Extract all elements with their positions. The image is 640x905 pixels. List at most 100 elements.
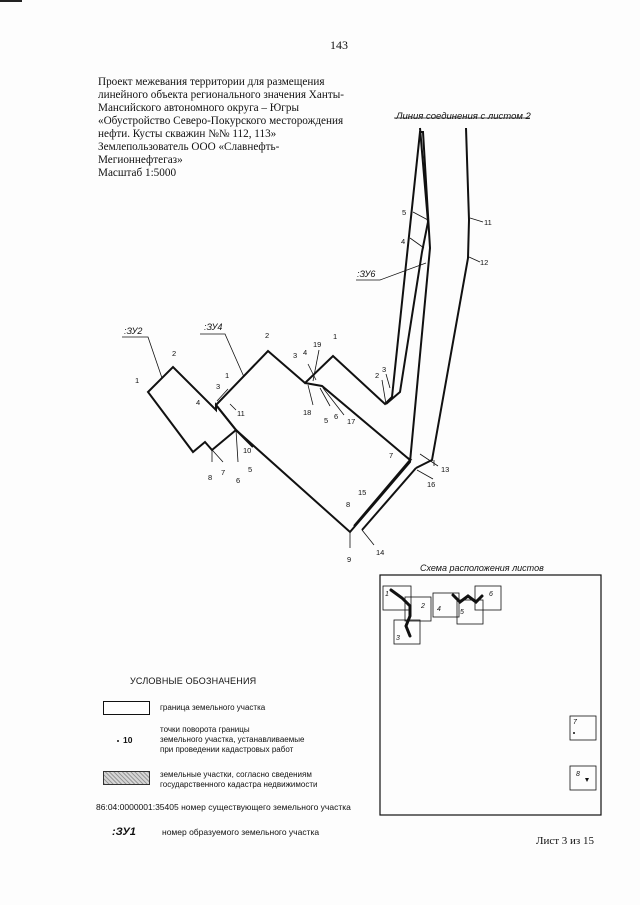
sheet-box-5: [456, 599, 484, 625]
point-number: 12: [480, 258, 488, 267]
zu2-inner: [235, 429, 254, 448]
sheet-number: 5: [460, 609, 464, 616]
point-number: 11: [237, 409, 245, 418]
point-number: 3: [216, 382, 220, 391]
header-line: Проект межевания территории для размещен…: [98, 76, 325, 88]
tick: [381, 379, 387, 405]
tick: [416, 469, 434, 480]
point-number: 1: [135, 376, 139, 385]
tick: [229, 403, 237, 411]
point-number: 3: [382, 365, 386, 374]
point-number: 14: [376, 548, 384, 557]
scheme-title: Схема расположения листов: [420, 563, 544, 573]
legend-point-symbol: [117, 740, 119, 742]
sheet-box-6: [474, 585, 502, 611]
legend-title: УСЛОВНЫЕ ОБОЗНАЧЕНИЯ: [130, 676, 257, 686]
connection-line-label: Линия соединения с листом 2: [396, 111, 531, 122]
leader-zu2: [122, 336, 163, 379]
point-number: 9: [347, 555, 351, 564]
tick: [401, 453, 413, 461]
point-number: 1: [333, 332, 337, 341]
legend-point-number: 10: [123, 735, 133, 745]
tick: [385, 373, 391, 389]
parcel-label-zu4: :ЗУ4: [204, 322, 222, 332]
tick: [319, 387, 331, 407]
corridor-left-edge: [385, 127, 430, 405]
point-number: 4: [196, 398, 200, 407]
point-number: 3: [293, 351, 297, 360]
tick: [469, 217, 484, 223]
sheet-number: 1: [385, 591, 389, 598]
legend-points-line: при проведении кадастровых работ: [160, 745, 294, 754]
legend-existing-line: государственного кадастра недвижимости: [160, 780, 318, 789]
legend-existing-symbol: [103, 771, 150, 785]
point-number: 2: [265, 331, 269, 340]
point-number: 8: [346, 500, 350, 509]
sheet-box-1: [382, 585, 412, 611]
point-number: 5: [248, 465, 252, 474]
legend-new-parcel-label: :ЗУ1: [112, 826, 136, 838]
tick: [412, 211, 429, 221]
tick: [312, 349, 320, 382]
point-number: 11: [484, 218, 492, 227]
sheet-number: 4: [437, 606, 441, 613]
point-number: 13: [441, 465, 449, 474]
point-number: 6: [236, 476, 240, 485]
tick: [419, 453, 439, 467]
sheet-number: 3: [396, 635, 400, 642]
document-header: Проект межевания территории для размещен…: [98, 76, 348, 180]
legend-points-text: точки поворота границы земельного участк…: [160, 725, 304, 755]
header-line: нефти. Кусты скважин №№ 112, 113»: [98, 128, 277, 140]
legend-cadastral-row: 86:04:0000001:35405 номер существующего …: [96, 802, 351, 812]
scheme-frame: [379, 574, 602, 816]
corridor-right-edge: [415, 127, 471, 469]
tick: [204, 441, 224, 463]
point-number: 4: [303, 348, 307, 357]
margin-mark: [0, 0, 22, 2]
point-number: 5: [402, 208, 406, 217]
header-line: Масштаб 1:5000: [98, 167, 177, 179]
point-number: 8: [208, 473, 212, 482]
sheet-box-7: [569, 715, 597, 741]
tick: [468, 256, 481, 263]
legend-points-line: земельного участка, устанавливаемые: [160, 735, 305, 744]
point-number: 4: [401, 237, 405, 246]
header-line: линейного объекта регионального значения…: [98, 89, 344, 101]
point-number: 5: [324, 416, 328, 425]
leader-zu4: [200, 333, 245, 378]
parcel-boundary-zu2: [146, 365, 238, 454]
point-number: 2: [172, 349, 176, 358]
legend-boundary-symbol: [103, 701, 150, 715]
legend-existing-line: земельные участки, согласно сведениям: [160, 770, 312, 779]
sheet-number: 8: [576, 771, 580, 778]
tick: [307, 384, 314, 406]
header-line: Мансийского автономного округа – Югры: [98, 102, 300, 114]
corridor-lower: [361, 467, 417, 531]
point-number: 7: [389, 451, 393, 460]
sheet-number: 7: [573, 719, 578, 726]
tick: [235, 429, 239, 463]
point-number: 2: [375, 371, 379, 380]
point-number: 7: [221, 468, 225, 477]
page-number: 143: [330, 38, 348, 52]
sheet-footer: Лист 3 из 15: [536, 835, 595, 847]
route-mark: [451, 593, 484, 604]
tick: [216, 388, 229, 402]
tick: [307, 363, 317, 381]
header-line: «Обустройство Северо-Покурского месторож…: [98, 115, 344, 127]
sheet-box-8: [569, 765, 597, 791]
inner-edge: [304, 382, 411, 461]
legend-existing-text: земельные участки, согласно сведениям го…: [160, 770, 317, 790]
header-line: Мегионнефтегаз»: [98, 154, 183, 166]
sheet-box-4: [432, 592, 460, 618]
parcel-label-zu2: :ЗУ2: [124, 326, 142, 336]
tick: [322, 387, 345, 416]
route-mark: [389, 588, 412, 638]
sheet-box-2: [404, 596, 432, 622]
point-number: 6: [334, 412, 338, 421]
corridor-lower-2: [353, 459, 411, 527]
cadastral-desc: номер существующего земельного участка: [181, 802, 351, 812]
tick: [361, 529, 375, 546]
point-number: 1: [225, 371, 229, 380]
